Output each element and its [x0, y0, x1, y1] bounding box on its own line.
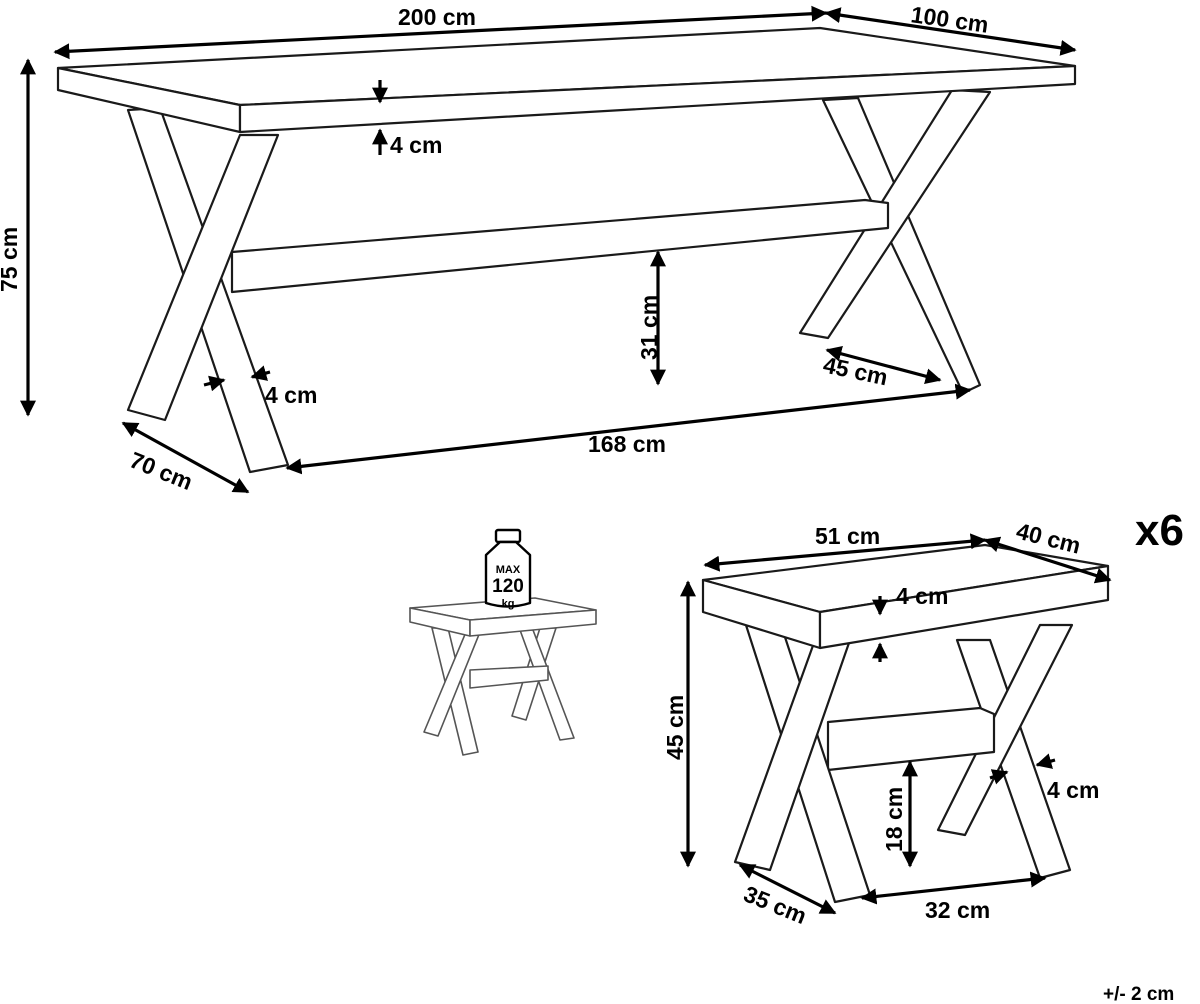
- table-dimensions: 200 cm 100 cm 75 cm 4 cm 31 cm 4 cm 168 …: [0, 1, 1077, 496]
- tolerance-note: +/- 2 cm: [1103, 984, 1174, 1004]
- table-leg-foot-arrow: [825, 345, 942, 385]
- table-height-label: 75 cm: [0, 227, 22, 292]
- stool-leg-thickness-arrow-right: [1035, 753, 1056, 769]
- table-crossbar-height-label: 31 cm: [636, 295, 662, 360]
- stool-length-label: 51 cm: [815, 523, 880, 549]
- table-crossbar: [230, 198, 890, 294]
- stool-leg-spacing-label: 32 cm: [925, 897, 990, 923]
- load-tag-unit: kg: [502, 598, 515, 610]
- stool-crossbar-height-label: 18 cm: [881, 787, 907, 852]
- stool-leg-thickness-label: 4 cm: [1047, 777, 1099, 803]
- table-length-arrow: [53, 5, 828, 60]
- stool-crossbar: [826, 706, 996, 772]
- load-tag-value: 120: [492, 576, 524, 597]
- stool-leg-spacing-arrow: [860, 871, 1047, 905]
- table-depth-arrow: [824, 7, 1077, 56]
- table-leg-spacing-arrow: [285, 383, 972, 475]
- stool-length-arrow: [703, 533, 987, 572]
- weight-icon: MAX 120 kg: [484, 528, 532, 610]
- stool-leg-thickness-arrow-left: [989, 769, 1009, 785]
- load-capacity-illustration: MAX 120 kg: [409, 528, 597, 756]
- stool-depth-arrow: [983, 536, 1112, 584]
- table-leg-thickness-arrow-left: [203, 375, 226, 392]
- table-base-depth-label: 70 cm: [126, 447, 196, 496]
- table-back-leg-right: [821, 96, 982, 395]
- stool-base-depth-label: 35 cm: [740, 881, 810, 930]
- table-base-depth-arrow: [121, 421, 250, 494]
- table-back-leg-right-cross: [798, 88, 992, 340]
- table-leg-foot-label: 45 cm: [821, 351, 890, 390]
- table-leg-thickness-arrow-right: [250, 365, 271, 381]
- table-top-thickness-label: 4 cm: [390, 132, 442, 158]
- table-leg-thickness-label: 4 cm: [265, 382, 317, 408]
- mini-stool-top-side: [469, 609, 597, 637]
- load-tag-max: MAX: [496, 564, 521, 576]
- table-depth-label: 100 cm: [909, 1, 990, 38]
- mini-stool-crossbar: [469, 665, 549, 689]
- table-leg-spacing-label: 168 cm: [588, 431, 666, 457]
- stool-base-depth-arrow: [738, 863, 837, 915]
- table-length-label: 200 cm: [398, 4, 476, 30]
- stool-top-thickness-label: 4 cm: [896, 583, 948, 609]
- stool-quantity-label: x6: [1135, 506, 1184, 555]
- table-top-side-edge: [238, 64, 1077, 134]
- stool-height-label: 45 cm: [662, 695, 688, 760]
- table-front-leg-left-cross: [126, 133, 280, 422]
- dining-table-drawing: [56, 26, 1077, 474]
- stool-back-leg-right: [955, 638, 1072, 880]
- stool-back-leg-right-cross: [936, 623, 1074, 837]
